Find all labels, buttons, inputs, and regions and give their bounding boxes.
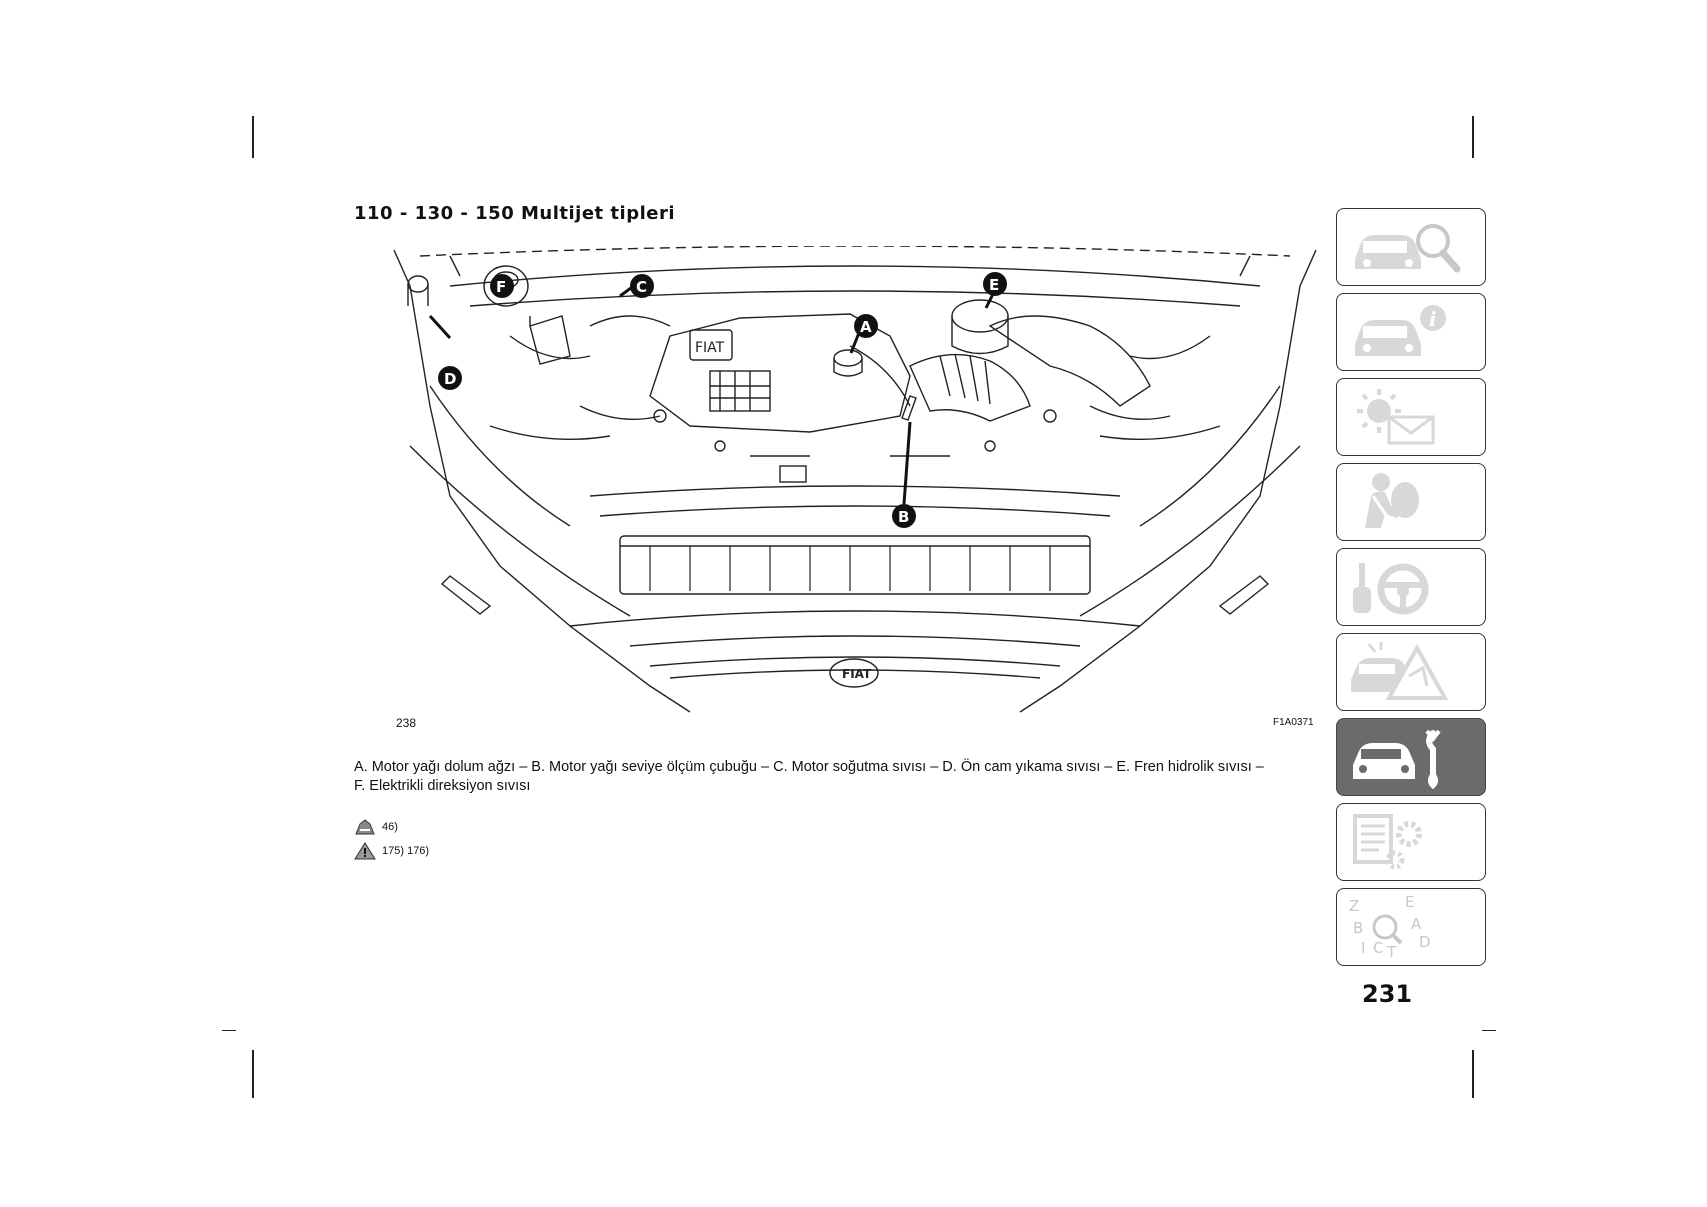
reference-environment-text: 46): [382, 821, 398, 833]
crop-mark-bottom-right: [1472, 1050, 1474, 1098]
figure-number: 238: [396, 716, 417, 730]
index-letter-i: I: [1361, 939, 1365, 957]
section-heading: 110 - 130 - 150 Multijet tipleri: [354, 203, 675, 224]
tab-car-search[interactable]: [1336, 208, 1486, 286]
engine-compartment-figure: FIAT FIAT: [390, 245, 1320, 714]
index-letter-b: B: [1353, 919, 1363, 937]
callout-f-label: F: [496, 278, 506, 296]
car-info-icon: i: [1355, 305, 1446, 356]
environment-icon: [354, 818, 376, 836]
crop-tick-right: [1482, 1030, 1496, 1031]
tab-car-wrench[interactable]: [1336, 718, 1486, 796]
callout-d-label: D: [444, 370, 456, 388]
warning-icon: [354, 842, 376, 860]
callout-b: B: [892, 504, 916, 528]
callout-b-label: B: [898, 508, 909, 526]
callout-a-label: A: [860, 318, 872, 336]
engine-bay-drawing: FIAT FIAT: [393, 245, 1317, 713]
alphabetical-index-icon: Z E B A D I C T: [1349, 895, 1431, 959]
tab-key-steering[interactable]: [1336, 548, 1486, 626]
crop-tick-left: [222, 1030, 236, 1031]
tab-car-emergency[interactable]: [1336, 633, 1486, 711]
airbag-passenger-icon: [1365, 473, 1419, 529]
index-letter-e: E: [1405, 895, 1414, 911]
svg-text:i: i: [1429, 307, 1437, 331]
caption-line-1: A. Motor yağı dolum ağzı – B. Motor yağı…: [354, 759, 1264, 775]
crop-mark-top-left: [252, 116, 254, 158]
callout-d: D: [438, 366, 462, 390]
tab-lights-message[interactable]: [1336, 378, 1486, 456]
svg-text:FIAT: FIAT: [695, 340, 725, 356]
index-letter-d: D: [1419, 933, 1431, 951]
reference-warning-text: 175) 176): [382, 845, 430, 857]
index-letter-c: C: [1373, 939, 1383, 957]
figure-caption: A. Motor yağı dolum ağzı – B. Motor yağı…: [354, 758, 1274, 796]
callout-c: C: [630, 274, 654, 298]
index-letter-t: T: [1386, 943, 1397, 959]
tab-document-gears[interactable]: [1336, 803, 1486, 881]
page-number: 231: [1362, 980, 1413, 1008]
callout-f: F: [490, 274, 514, 298]
callout-a: A: [854, 314, 878, 338]
index-letter-a: A: [1411, 915, 1422, 933]
callout-e: E: [983, 272, 1007, 296]
reference-environment: 46): [354, 818, 398, 836]
crop-mark-top-right: [1472, 116, 1474, 158]
crop-mark-bottom-left: [252, 1050, 254, 1098]
caption-line-2: F. Elektrikli direksiyon sıvısı: [354, 778, 531, 794]
tab-car-info[interactable]: i: [1336, 293, 1486, 371]
car-wrench-icon: [1353, 729, 1441, 789]
reference-warning: 175) 176): [354, 842, 429, 860]
tab-airbag-passenger[interactable]: [1336, 463, 1486, 541]
callout-c-label: C: [636, 278, 647, 296]
callout-e-label: E: [989, 276, 999, 294]
index-letter-z: Z: [1349, 897, 1359, 915]
svg-text:FIAT: FIAT: [842, 667, 872, 681]
car-search-icon: [1355, 224, 1461, 273]
document-gears-icon: [1353, 814, 1422, 870]
lights-message-icon: [1357, 389, 1435, 445]
key-steering-icon: [1353, 563, 1429, 615]
tab-alphabetical-index[interactable]: Z E B A D I C T: [1336, 888, 1486, 966]
car-emergency-icon: [1351, 642, 1449, 700]
figure-code: F1A0371: [1273, 717, 1314, 728]
